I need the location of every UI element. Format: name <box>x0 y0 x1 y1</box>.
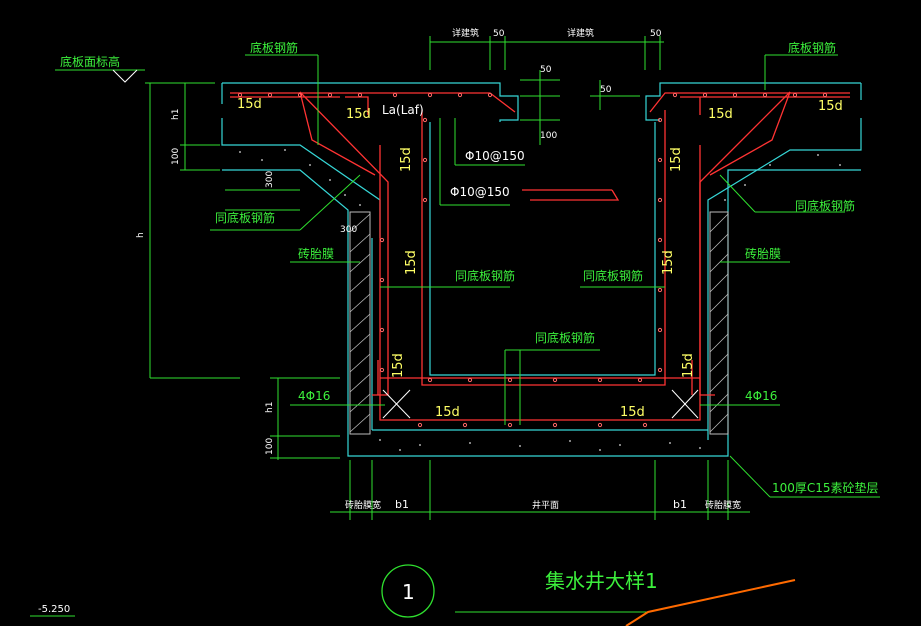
same-floor-center-l: 同底板钢筋 <box>455 268 515 283</box>
dim-100-mid: 100 <box>540 131 557 141</box>
detail-number: 1 <box>402 580 415 604</box>
d15-3: 15d <box>708 107 733 122</box>
brick-formwork-right <box>709 211 729 435</box>
orange-leader <box>625 579 796 626</box>
concrete-outline <box>221 82 862 457</box>
brick-width-left: 砖胎膜宽 <box>345 499 381 511</box>
dim-50-top-b: 50 <box>650 29 662 39</box>
floor-elevation-label: 底板面标高 <box>60 54 120 69</box>
phi-label-b: Φ10@150 <box>450 185 510 199</box>
labels: 底板面标高 底板钢筋 底板钢筋 详建筑 50 详建筑 50 50 50 100 … <box>38 27 879 615</box>
lap-label: La(Laf) <box>382 103 424 117</box>
dimension-lines <box>55 36 880 520</box>
d15-10: 15d <box>661 250 676 275</box>
d15-5: 15d <box>435 405 460 420</box>
d15-4: 15d <box>818 99 843 114</box>
same-floor-center-r: 同底板钢筋 <box>583 268 643 283</box>
d15-9: 15d <box>404 250 419 275</box>
d15-12: 15d <box>681 353 696 378</box>
d15-7: 15d <box>399 147 414 172</box>
dim-50-right: 50 <box>600 85 612 95</box>
same-floor-left: 同底板钢筋 <box>215 210 275 225</box>
bars-left: 4Φ16 <box>298 389 330 403</box>
brick-label-right: 砖胎膜 <box>745 246 781 261</box>
b1-right: b1 <box>673 498 687 511</box>
brick-width-right: 砖胎膜宽 <box>705 499 741 511</box>
same-floor-right: 同底板钢筋 <box>795 198 855 213</box>
phi-label-a: Φ10@150 <box>465 149 525 163</box>
d15-2: 15d <box>346 107 371 122</box>
d15-11: 15d <box>391 353 406 378</box>
h1-top: h1 <box>171 109 181 120</box>
dim-100-bottom: 100 <box>265 438 275 455</box>
pit-width: 井平面 <box>532 499 559 511</box>
detail-title: 集水井大样1 <box>545 569 658 593</box>
d15-8: 15d <box>669 147 684 172</box>
bars-right: 4Φ16 <box>745 389 777 403</box>
dim-100-left: 100 <box>171 148 181 165</box>
dim-50-top-a: 50 <box>493 29 505 39</box>
h1-bot: h1 <box>265 402 275 413</box>
bar-group-right <box>671 389 699 419</box>
pit-top-b: 详建筑 <box>567 27 594 39</box>
same-floor-bottom: 同底板钢筋 <box>535 330 595 345</box>
dim-300-a: 300 <box>265 171 275 188</box>
level-label: -5.250 <box>38 604 70 615</box>
d15-6: 15d <box>620 405 645 420</box>
cushion-label: 100厚C15素砼垫层 <box>772 480 879 495</box>
b1-left: b1 <box>395 498 409 511</box>
rebar-label-tl: 底板钢筋 <box>250 40 298 55</box>
detail-number-bubble <box>381 564 435 618</box>
bar-group-left <box>382 389 411 419</box>
concrete-fill <box>239 149 841 451</box>
d15-1: 15d <box>237 97 262 112</box>
rebar-label-tr: 底板钢筋 <box>788 40 836 55</box>
rebar-dots <box>237 92 828 428</box>
dim-300-b: 300 <box>340 225 357 235</box>
brick-label-left: 砖胎膜 <box>298 246 334 261</box>
h-dim: h <box>136 232 146 238</box>
brick-formwork-left <box>349 211 371 435</box>
dim-50-mid: 50 <box>540 65 552 75</box>
rebar-lines <box>230 91 850 421</box>
pit-top-a: 详建筑 <box>452 27 479 39</box>
